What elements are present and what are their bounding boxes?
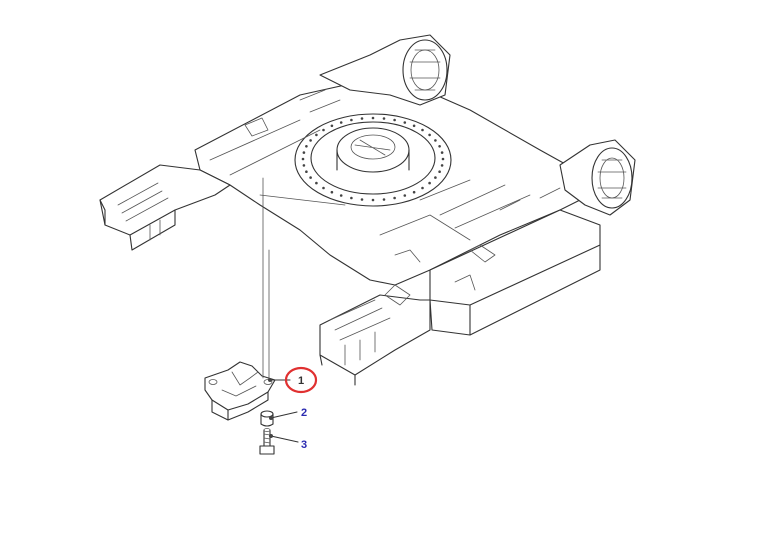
bolt-hole (438, 145, 441, 148)
leader-dot-1 (268, 378, 272, 382)
bolt-hole (441, 157, 445, 161)
bolt-hole (350, 118, 353, 122)
leader-dot-3 (269, 434, 273, 438)
bolt-hole (440, 164, 444, 167)
leader-dot-2 (269, 416, 273, 420)
callout-number-3: 3 (301, 439, 307, 451)
bolt-hole (302, 151, 306, 154)
bolt-hole (371, 198, 375, 202)
bolt-hole (360, 198, 364, 201)
bolt-hole (382, 198, 386, 201)
bolt-hole (421, 186, 424, 190)
track-guard-bracket (204, 361, 276, 421)
bolt-hole (305, 170, 308, 173)
track-frame-assembly (99, 34, 636, 386)
bolt-hole (412, 190, 416, 194)
bolt-hole (360, 117, 364, 120)
bolt-hole (403, 194, 407, 197)
bolt-hole (393, 118, 396, 122)
bolt-hole (434, 176, 437, 179)
bolt-hole (434, 139, 437, 142)
bolt-hole (371, 116, 375, 120)
bolt-hole (382, 117, 386, 120)
callout-1[interactable]: 1 (284, 366, 318, 394)
bolt-hole (440, 151, 444, 154)
bolt-hole (412, 124, 416, 128)
bolt-hole (403, 121, 407, 124)
bolt-hole (330, 190, 334, 194)
bolt-hole (330, 124, 334, 128)
callout-number-2: 2 (301, 407, 307, 419)
bolt-hole (438, 170, 441, 173)
bolt-hole (309, 139, 312, 142)
bolt-hole (315, 133, 318, 137)
bolt-hole (301, 157, 305, 161)
bolt-hole (393, 196, 396, 200)
bolt-hole (339, 121, 343, 124)
bolt-hole (322, 128, 325, 132)
leader-line-3 (270, 435, 299, 443)
spacer-part (260, 410, 274, 427)
bolt-hole (428, 181, 431, 185)
bolt-hole (302, 164, 306, 167)
bolt-hole (322, 186, 325, 190)
bolt-hole (421, 128, 424, 132)
swing-circle-bolt-holes (301, 116, 445, 202)
callout-number-1: 1 (298, 375, 304, 387)
callout-3[interactable]: 3 (301, 439, 307, 451)
bolt-hole (305, 145, 308, 148)
bolt-hole (350, 196, 353, 200)
leader-line-2 (270, 411, 298, 419)
bolt-part (259, 428, 275, 455)
bolt-hole (309, 176, 312, 179)
callout-2[interactable]: 2 (301, 407, 307, 419)
bolt-hole (315, 181, 318, 185)
bolt-hole (339, 194, 343, 197)
bolt-hole (428, 133, 431, 137)
